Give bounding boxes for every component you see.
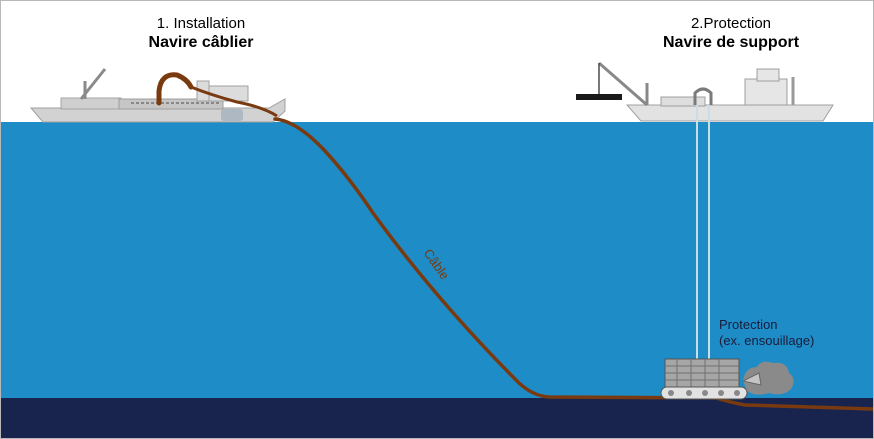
support-ship-deck-box	[660, 96, 706, 107]
step2-title: 2.Protection	[690, 15, 772, 32]
protection-label-line2: (ex. ensouillage)	[719, 333, 815, 348]
trencher-wheel	[686, 390, 692, 396]
step1-title: 1. Installation	[156, 15, 246, 32]
cable-ship-cable-deck	[190, 85, 278, 118]
cable-ship-cable-arc	[156, 72, 194, 106]
support-ship-crane-boom	[598, 61, 648, 107]
cable-ship-deck	[60, 97, 122, 110]
protection-label: Protection (ex. ensouillage)	[719, 317, 814, 349]
trencher-body-pattern	[665, 359, 739, 387]
support-ship-a-frame	[693, 87, 713, 105]
trencher-wheel	[734, 390, 740, 396]
cable-ship-stern-machine	[221, 109, 243, 121]
cable-ship	[29, 68, 286, 123]
trencher-wheel	[668, 390, 674, 396]
step2-subtitle: Navire de support	[662, 34, 800, 51]
support-ship	[576, 61, 834, 361]
trencher-wheel	[718, 390, 724, 396]
trencher-wheel	[702, 390, 708, 396]
step1-subtitle: Navire câblier	[148, 34, 254, 51]
trencher-jet	[741, 372, 762, 386]
trencher-sediment-cloud	[743, 361, 794, 395]
trenching-machine	[660, 358, 794, 400]
step1-label: 1. Installation Navire câblier	[101, 14, 301, 53]
support-ship-deckhouse	[744, 78, 788, 106]
step2-label: 2.Protection Navire de support	[621, 14, 841, 53]
seabed	[1, 398, 873, 438]
support-ship-bridge	[756, 68, 780, 82]
support-ship-suspended-load	[576, 94, 622, 100]
support-ship-hull	[625, 104, 834, 122]
sea	[1, 122, 873, 398]
protection-label-line1: Protection	[719, 317, 778, 332]
